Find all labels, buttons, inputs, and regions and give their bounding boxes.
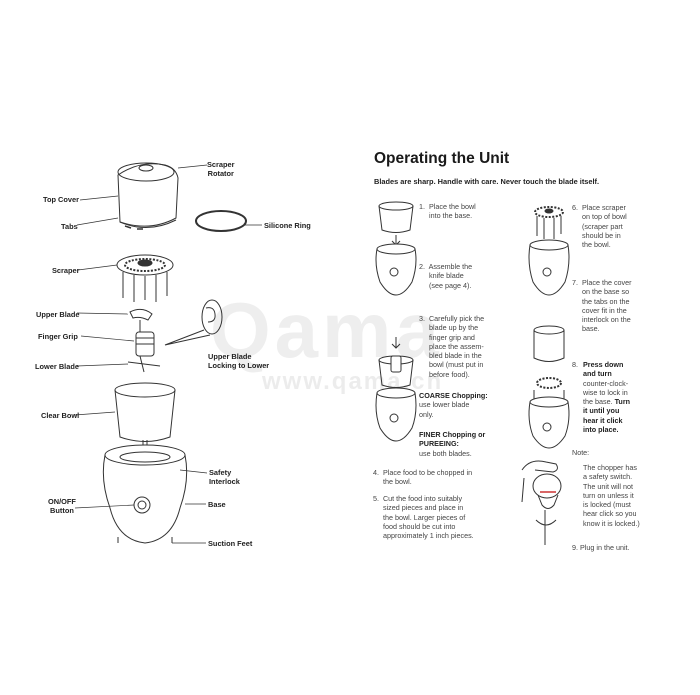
label-scraper-rotator: Scraper Rotator [207, 160, 235, 178]
step-7: 7. Place the cover on the base so the ta… [572, 278, 632, 334]
step-4: 4. Place food to be chopped in the bowl. [373, 468, 473, 487]
step3-base-drawing [375, 387, 417, 442]
step-8-number: 8. [572, 360, 578, 369]
step-1: 1. Place the bowl into the base. [419, 202, 476, 221]
label-upper-blade: Upper Blade [36, 310, 80, 319]
label-scraper-rotator-text: Scraper Rotator [207, 160, 235, 178]
coarse-chopping-label: COARSE Chopping: [419, 391, 488, 400]
upper-blade-drawing [129, 308, 153, 332]
leader-lines [74, 164, 262, 544]
label-suction-feet: Suction Feet [208, 539, 253, 548]
lower-blade-drawing [127, 355, 161, 373]
step-8-text-1: counter-clock- wise to lock in the base. [583, 378, 629, 407]
finer-chopping-text: use both blades. [419, 448, 472, 458]
label-lower-blade: Lower Blade [35, 362, 79, 371]
safety-warning: Blades are sharp. Handle with care. Neve… [374, 177, 600, 186]
note-text: The chopper has a safety switch. The uni… [583, 463, 640, 528]
blade-lock-detail [164, 299, 223, 346]
section-title: Operating the Unit [374, 150, 510, 167]
label-clear-bowl: Clear Bowl [41, 411, 80, 420]
step-9: 9. Plug in the unit. [572, 543, 630, 552]
silicone-ring-drawing [195, 210, 247, 232]
clear-bowl-drawing [114, 382, 176, 452]
base-drawing [102, 444, 188, 544]
label-finger-grip: Finger Grip [38, 332, 78, 341]
label-silicone-ring: Silicone Ring [264, 221, 311, 230]
step8-unit-drawing [528, 377, 570, 449]
step7-cover-drawing [533, 325, 565, 362]
step6-scraper-drawing [534, 206, 564, 239]
label-scraper: Scraper [52, 266, 80, 275]
scraper-drawing [116, 254, 174, 302]
step-8: 8. Press down and turn counter-clock- wi… [572, 360, 630, 434]
finger-grip-drawing [135, 331, 155, 357]
step1-bowl-drawing [378, 201, 414, 233]
finer-chopping: FINER Chopping or PUREEING: use both bla… [419, 430, 485, 458]
label-top-cover: Top Cover [43, 195, 79, 204]
finer-chopping-label: FINER Chopping or PUREEING: [419, 430, 486, 449]
step3-bowl-drawing [378, 355, 414, 388]
note-label: Note: [572, 448, 590, 457]
label-base: Base [208, 500, 226, 509]
label-safety-interlock: Safety Interlock [209, 468, 240, 486]
step-3: 3. Carefully pick the blade up by the fi… [419, 314, 485, 379]
step-8-body: Press down and turn counter-clock- wise … [583, 360, 630, 434]
coarse-chopping: COARSE Chopping: use lower blade only. [419, 391, 488, 419]
label-upper-blade-locking: Upper Blade Locking to Lower [208, 352, 270, 370]
label-on-off-button: ON/OFF Button [48, 497, 76, 515]
top-cover-drawing [117, 162, 179, 230]
step-2: 2. Assemble the knife blade (see page 4)… [419, 262, 473, 290]
coarse-chopping-text: use lower blade only. [419, 400, 470, 419]
step-8-bold-2: Turn it until you hear it click into pla… [583, 397, 631, 435]
step6-base-drawing [528, 239, 570, 296]
step-6: 6. Place scraper on top of bowl (scraper… [572, 203, 627, 250]
label-tabs: Tabs [61, 222, 78, 231]
hands-locking-drawing [521, 460, 562, 545]
step-8-bold-1: Press down and turn [583, 360, 624, 379]
step1-base-drawing [375, 243, 417, 296]
step-5: 5. Cut the food into suitably sized piec… [373, 494, 474, 541]
